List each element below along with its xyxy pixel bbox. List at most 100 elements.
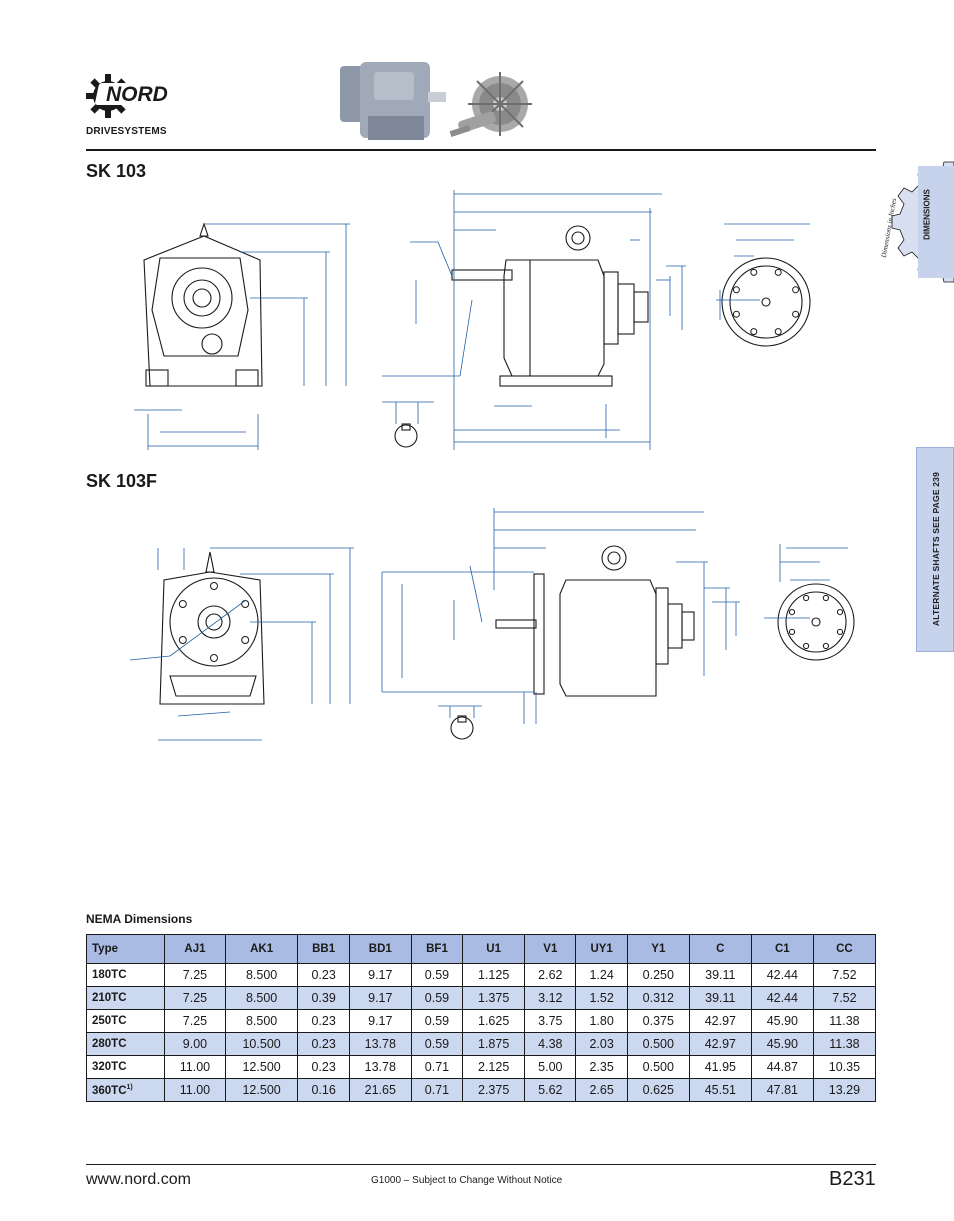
table-cell: 45.90: [750, 1032, 814, 1056]
table-cell: 0.625: [626, 1078, 690, 1102]
table-cell: 0.23: [297, 1055, 350, 1079]
column-header: V1: [524, 934, 577, 964]
table-cell: 3.75: [524, 1009, 577, 1033]
header-rule: [86, 149, 876, 151]
table-cell: 0.500: [626, 1055, 690, 1079]
table-cell: 42.44: [750, 986, 814, 1010]
front-view-flanged: [159, 551, 265, 705]
table-cell: 7.25: [164, 986, 226, 1010]
table-cell: 7.25: [164, 963, 226, 987]
flange-view-flanged: [777, 583, 855, 661]
column-header: Y1: [626, 934, 690, 964]
bolt-hole: [774, 268, 782, 276]
brand-wordmark: NORD: [106, 83, 168, 106]
shaft-key-detail: [394, 423, 418, 448]
table-cell: 21.65: [348, 1078, 412, 1102]
column-header: CC: [812, 934, 877, 964]
row-type-cell: 210TC: [85, 986, 166, 1010]
column-header: BD1: [348, 934, 412, 964]
column-header: C: [688, 934, 752, 964]
table-header-row: Type AJ1 AK1 BB1 BD1 BF1 U1 V1 UY1 Y1 C …: [85, 934, 877, 964]
front-flange-bolt-holes: [178, 582, 250, 662]
table-cell: 9.17: [348, 986, 412, 1010]
table-cell: 8.500: [224, 963, 299, 987]
table-cell: 0.71: [410, 1055, 464, 1079]
dimensions-in-inches-note: Dimensions in Inches: [879, 197, 899, 259]
table-cell: 1.625: [462, 1009, 526, 1033]
bolt-hole: [732, 310, 740, 318]
bolt-hole: [836, 609, 844, 616]
side-view-flanged-dimensions: [381, 508, 740, 724]
table-cell: 1.80: [575, 1009, 628, 1033]
dimensions-gear-tab: [891, 161, 954, 283]
table-cell: 2.375: [462, 1078, 526, 1102]
table-cell: 9.17: [348, 1009, 412, 1033]
row-type-cell: 280TC: [85, 1032, 166, 1056]
row-type-cell: 320TC: [85, 1055, 166, 1079]
table-cell: 2.62: [524, 963, 577, 987]
table-cell: 42.97: [688, 1009, 752, 1033]
alternate-shafts-tab[interactable]: ALTERNATE SHAFTS SEE PAGE 239: [916, 447, 954, 652]
table-cell: 41.95: [688, 1055, 752, 1079]
bolt-hole: [822, 642, 830, 650]
bolt-hole: [210, 582, 218, 590]
sk103f-dimension-drawing: [129, 508, 855, 741]
table-cell: 0.250: [626, 963, 690, 987]
column-header: AK1: [224, 934, 299, 964]
table-cell: 45.51: [688, 1078, 752, 1102]
table-cell: 1.52: [575, 986, 628, 1010]
table-cell: 11.38: [812, 1009, 877, 1033]
table-cell: 11.00: [164, 1055, 226, 1079]
row-type-cell: 360TC1): [85, 1078, 166, 1102]
table-cell: 1.875: [462, 1032, 526, 1056]
shaft-key-detail-flanged: [450, 715, 474, 740]
flange-view: [721, 257, 811, 347]
table-cell: 13.78: [348, 1055, 412, 1079]
front-view-flanged-dimensions: [129, 547, 354, 741]
table-cell: 44.87: [750, 1055, 814, 1079]
table-cell: 2.35: [575, 1055, 628, 1079]
table-cell: 0.23: [297, 1032, 350, 1056]
table-cell: 2.125: [462, 1055, 526, 1079]
bolt-hole: [750, 328, 758, 336]
table-cell: 39.11: [688, 963, 752, 987]
table-cell: 8.500: [224, 986, 299, 1010]
table-cell: 2.65: [575, 1078, 628, 1102]
table-cell: 5.62: [524, 1078, 577, 1102]
column-header: U1: [462, 934, 526, 964]
table-cell: 1.125: [462, 963, 526, 987]
table-cell: 0.23: [297, 1009, 350, 1033]
table-cell: 7.52: [812, 986, 877, 1010]
bolt-hole: [836, 628, 844, 635]
table-cell: 47.81: [750, 1078, 814, 1102]
row-type-label: 180TC: [92, 969, 127, 981]
table-cell: 0.312: [626, 986, 690, 1010]
table-cell: 12.500: [224, 1055, 299, 1079]
table-cell: 0.23: [297, 963, 350, 987]
table-cell: 0.16: [297, 1078, 350, 1102]
bolt-hole: [178, 600, 187, 608]
table-cell: 0.375: [626, 1009, 690, 1033]
table-cell: 8.500: [224, 1009, 299, 1033]
bolt-hole: [792, 286, 800, 294]
table-cell: 11.00: [164, 1078, 226, 1102]
column-header: AJ1: [164, 934, 226, 964]
row-type-cell: 180TC: [85, 963, 166, 987]
table-cell: 42.44: [750, 963, 814, 987]
flange-view-dimensions: [716, 223, 810, 320]
table-cell: 7.25: [164, 1009, 226, 1033]
row-type-label: 320TC: [92, 1061, 127, 1073]
table-cell: 9.00: [164, 1032, 226, 1056]
table-cell: 0.71: [410, 1078, 464, 1102]
flange-bolt-holes-flanged: [788, 594, 844, 650]
table-cell: 0.59: [410, 1032, 464, 1056]
nord-logo: NORD: [86, 74, 168, 118]
table-caption: NEMA Dimensions: [86, 912, 193, 926]
bolt-hole: [792, 310, 800, 318]
nema-dimensions-table: Type AJ1 AK1 BB1 BD1 BF1 U1 V1 UY1 Y1 C …: [85, 934, 877, 1102]
footer-website-link[interactable]: www.nord.com: [86, 1171, 191, 1188]
footer-note: G1000 – Subject to Change Without Notice: [371, 1175, 563, 1186]
gearbox-photo: [340, 62, 532, 140]
